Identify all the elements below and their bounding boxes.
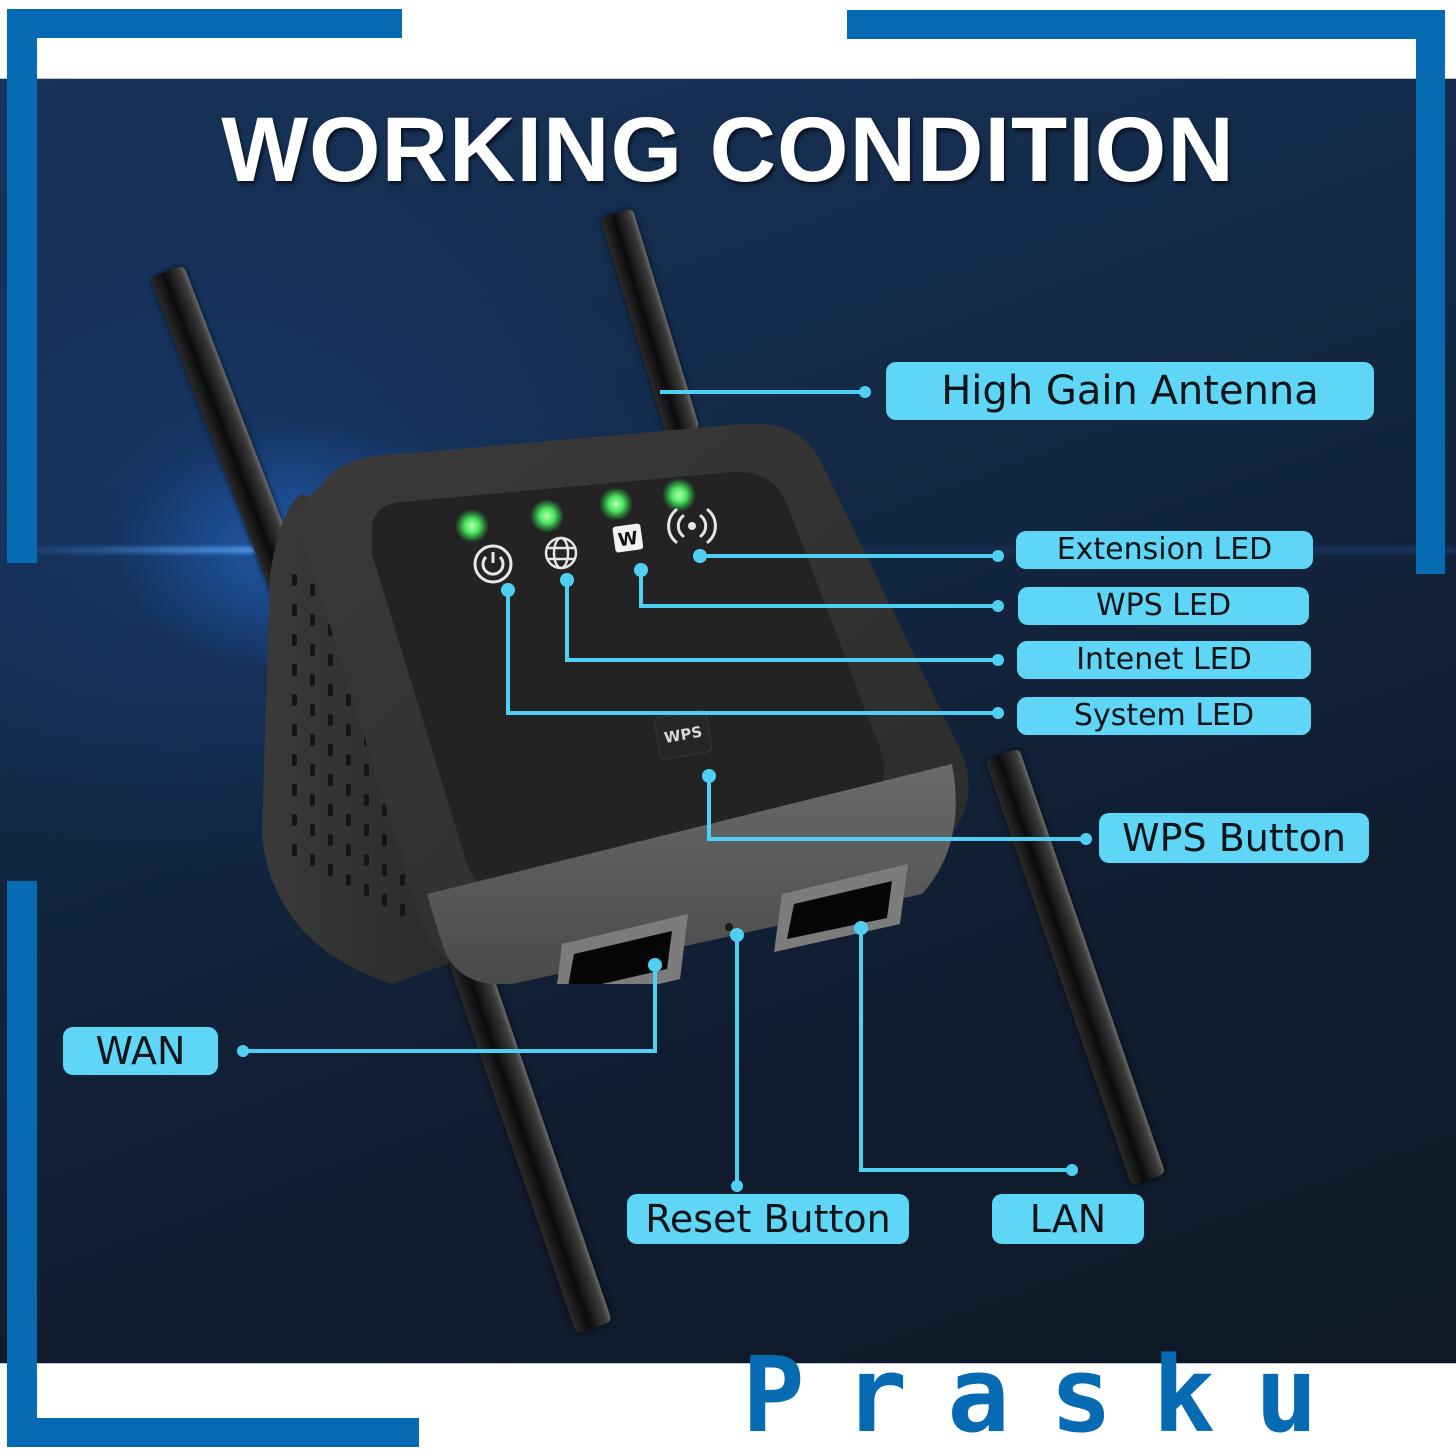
frame-top-right-horizontal bbox=[847, 10, 1445, 39]
frame-bottom-left-horizontal bbox=[7, 1418, 419, 1447]
callout-wan: WAN bbox=[63, 1027, 218, 1075]
callout-internet-led: Intenet LED bbox=[1017, 641, 1311, 679]
wps-button: WPS bbox=[654, 709, 713, 760]
callout-wps-led: WPS LED bbox=[1018, 587, 1309, 625]
frame-top-left-horizontal bbox=[7, 9, 402, 38]
brand-logo: Prasku bbox=[742, 1334, 1358, 1456]
callout-lan: LAN bbox=[992, 1194, 1144, 1244]
callout-wps-button: WPS Button bbox=[1099, 813, 1369, 863]
callout-system-led: System LED bbox=[1017, 697, 1311, 735]
wps-w-icon: W bbox=[612, 523, 644, 553]
frame-bottom-left-vertical bbox=[7, 881, 37, 1447]
globe-icon bbox=[544, 536, 578, 570]
callout-extension-led: Extension LED bbox=[1016, 531, 1313, 569]
power-icon bbox=[473, 544, 513, 584]
wifi-extender-device: W WPS bbox=[262, 424, 969, 984]
wireless-signal-icon bbox=[667, 508, 717, 544]
callout-reset-button: Reset Button bbox=[627, 1194, 909, 1244]
frame-top-right-vertical bbox=[1416, 10, 1445, 574]
page-title: WORKING CONDITION bbox=[221, 99, 1235, 201]
svg-text:W: W bbox=[617, 528, 640, 552]
lan-port bbox=[774, 864, 908, 952]
frame-top-left-vertical bbox=[7, 9, 37, 563]
callout-high-gain-antenna: High Gain Antenna bbox=[886, 362, 1374, 420]
